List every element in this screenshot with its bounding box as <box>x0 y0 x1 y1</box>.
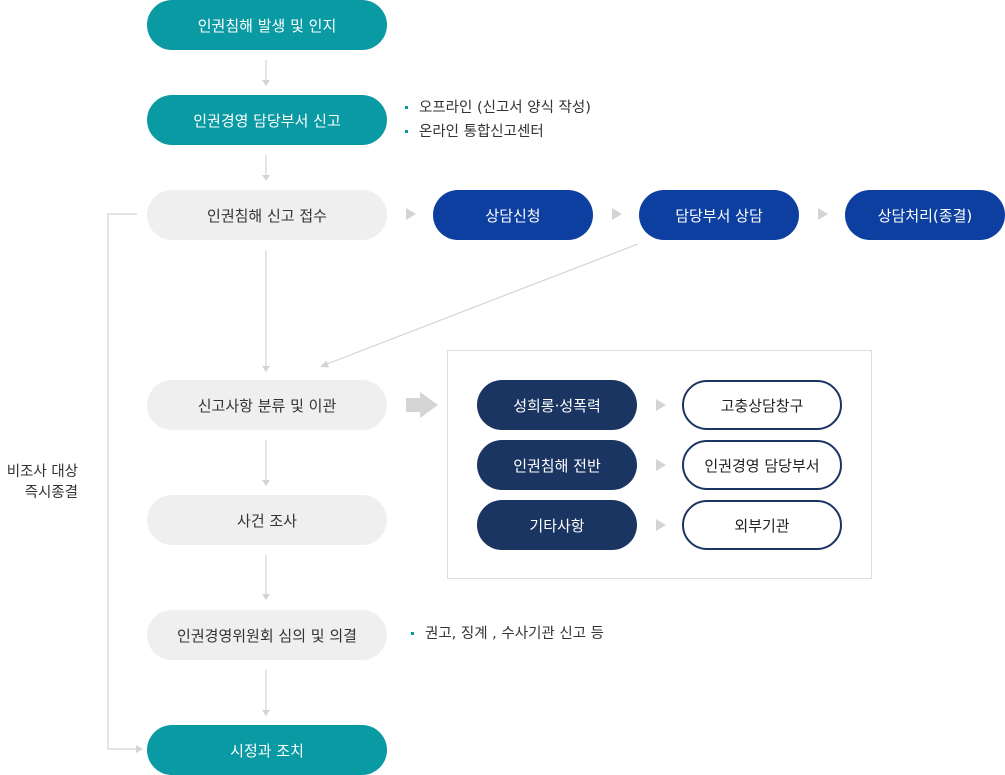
committee-notes: 권고, 징계 , 수사기관 신고 등 <box>411 622 604 646</box>
counsel-close: 상담처리(종결) <box>845 190 1005 240</box>
step-occurrence: 인권침해 발생 및 인지 <box>147 0 387 50</box>
step-classify: 신고사항 분류 및 이관 <box>147 380 387 430</box>
diagonal-arrowhead <box>320 360 329 368</box>
triangle-right-icon <box>612 208 622 220</box>
arrowhead-6 <box>262 710 270 716</box>
transfer-type-general: 인권침해 전반 <box>477 440 637 490</box>
triangle-right-icon <box>406 208 416 220</box>
step-receipt: 인권침해 신고 접수 <box>147 190 387 240</box>
report-note-offline: 오프라인 (신고서 양식 작성) <box>405 96 591 120</box>
report-notes: 오프라인 (신고서 양식 작성) 온라인 통합신고센터 <box>405 96 591 144</box>
side-label-line-1: 비조사 대상 <box>6 464 78 480</box>
step-report: 인권경영 담당부서 신고 <box>147 95 387 145</box>
counsel-apply: 상담신청 <box>433 190 593 240</box>
transfer-dest-department: 인권경영 담당부서 <box>682 440 842 490</box>
report-note-online: 온라인 통합신고센터 <box>405 120 591 144</box>
transfer-dest-external: 외부기관 <box>682 500 842 550</box>
step-committee: 인권경영위원회 심의 및 의결 <box>147 610 387 660</box>
triangle-right-icon <box>656 399 666 411</box>
skip-arrowhead <box>136 745 143 753</box>
counsel-department: 담당부서 상담 <box>639 190 799 240</box>
block-arrow-icon <box>406 392 438 418</box>
diagonal-connector <box>326 243 639 365</box>
transfer-dest-grievance: 고충상담창구 <box>682 380 842 430</box>
step-investigation: 사건 조사 <box>147 495 387 545</box>
arrowhead-1 <box>262 80 270 86</box>
side-label-line-2: 즉시종결 <box>24 485 78 501</box>
step-action: 시정과 조치 <box>147 725 387 775</box>
skip-connector <box>107 213 137 750</box>
triangle-right-icon <box>656 459 666 471</box>
side-label: 비조사 대상 즉시종결 <box>0 462 78 504</box>
transfer-box <box>447 350 872 579</box>
arrowhead-5 <box>262 594 270 600</box>
committee-note: 권고, 징계 , 수사기관 신고 등 <box>411 622 604 646</box>
triangle-right-icon <box>818 208 828 220</box>
transfer-type-other: 기타사항 <box>477 500 637 550</box>
transfer-type-harassment: 성희롱·성폭력 <box>477 380 637 430</box>
arrowhead-4 <box>262 480 270 486</box>
triangle-right-icon <box>656 519 666 531</box>
arrowhead-2 <box>262 175 270 181</box>
arrowhead-3 <box>262 366 270 372</box>
